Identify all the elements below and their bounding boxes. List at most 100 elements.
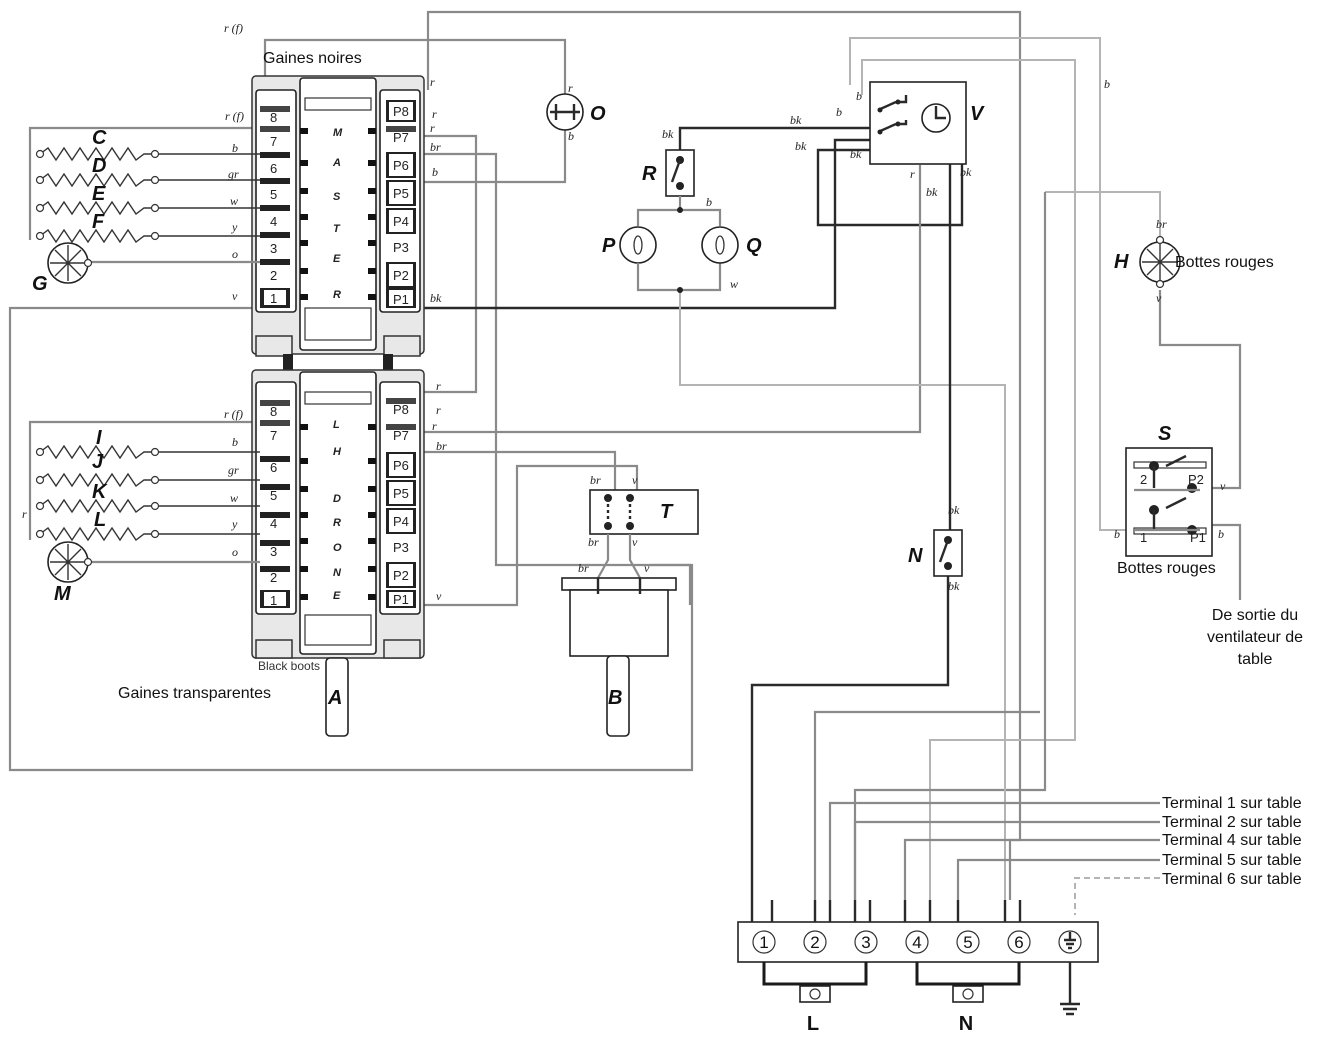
svg-text:br: br: [436, 439, 447, 453]
svg-text:bk: bk: [795, 139, 807, 153]
svg-text:P2: P2: [393, 568, 409, 583]
svg-text:3: 3: [270, 544, 277, 559]
title-gaines-noires: Gaines noires: [263, 50, 362, 67]
svg-text:w: w: [230, 194, 238, 208]
svg-text:b: b: [432, 165, 438, 179]
svg-text:Terminal 1 sur table: Terminal 1 sur table: [1162, 795, 1302, 812]
pin-labels-lower-right: P8 P7 P6 P5 P4 P3 P2 P1: [393, 402, 409, 607]
svg-text:bk: bk: [850, 147, 862, 161]
svg-text:1: 1: [759, 933, 768, 952]
position-markers: [300, 128, 376, 600]
svg-text:D: D: [333, 493, 341, 505]
switch-s: [1125, 447, 1213, 557]
motor-h: [1139, 235, 1181, 289]
label-o: O: [590, 103, 606, 125]
svg-text:Terminal 5 sur table: Terminal 5 sur table: [1162, 852, 1302, 869]
label-j: J: [92, 451, 104, 473]
svg-text:b: b: [232, 141, 238, 155]
switch-s-pin-labels: 2 P2 1 P1: [1140, 472, 1206, 545]
svg-text:H: H: [333, 446, 342, 458]
label-q: Q: [746, 235, 762, 257]
svg-text:6: 6: [270, 460, 277, 475]
svg-text:br: br: [1156, 217, 1167, 231]
svg-text:r: r: [430, 121, 435, 135]
svg-text:E: E: [333, 253, 341, 265]
svg-text:Terminal 2 sur table: Terminal 2 sur table: [1162, 814, 1302, 831]
svg-text:b: b: [1114, 527, 1120, 541]
svg-text:b: b: [568, 129, 574, 143]
svg-text:6: 6: [270, 161, 277, 176]
svg-text:2: 2: [1140, 472, 1147, 487]
svg-text:P8: P8: [393, 402, 409, 417]
wire-codes: r (f) r (f) b gr w y o v r r r br b bk r…: [22, 21, 1226, 603]
svg-text:b: b: [232, 435, 238, 449]
lamp-q: [701, 226, 739, 264]
label-r: R: [642, 163, 657, 185]
label-d: D: [92, 155, 106, 177]
svg-text:R: R: [333, 517, 341, 529]
svg-text:gr: gr: [228, 167, 239, 181]
svg-text:P3: P3: [393, 240, 409, 255]
svg-text:1: 1: [270, 593, 277, 608]
label-g: G: [32, 273, 48, 295]
svg-text:b: b: [1104, 77, 1110, 91]
label-m: M: [54, 583, 72, 605]
svg-text:bk: bk: [790, 113, 802, 127]
svg-text:y: y: [231, 220, 238, 234]
svg-text:r (f): r (f): [225, 109, 244, 123]
svg-text:P1: P1: [393, 292, 409, 307]
svg-text:v: v: [436, 589, 442, 603]
bottes-rouges-bottom: Bottes rouges: [1117, 560, 1216, 577]
component-b: [561, 577, 677, 737]
label-p: P: [602, 235, 616, 257]
svg-text:N: N: [333, 567, 342, 579]
label-h: H: [1114, 251, 1129, 273]
thermostat-o: [546, 93, 584, 131]
svg-text:w: w: [230, 491, 238, 505]
svg-text:Terminal 4 sur table: Terminal 4 sur table: [1162, 832, 1302, 849]
motor-g: [47, 242, 93, 284]
svg-text:P2: P2: [1188, 472, 1204, 487]
svg-text:b: b: [1218, 527, 1224, 541]
svg-text:2: 2: [270, 268, 277, 283]
wires: [8, 10, 1242, 915]
svg-text:3: 3: [270, 241, 277, 256]
svg-text:v: v: [1220, 479, 1226, 493]
heating-elements-upper: [35, 146, 260, 264]
svg-text:8: 8: [270, 404, 277, 419]
svg-text:b: b: [706, 195, 712, 209]
svg-text:P1: P1: [393, 592, 409, 607]
lower-left-pins: [260, 400, 290, 608]
svg-text:r: r: [568, 81, 573, 95]
svg-text:7: 7: [270, 428, 277, 443]
svg-text:M: M: [333, 127, 343, 139]
svg-text:y: y: [231, 517, 238, 531]
svg-text:P6: P6: [393, 458, 409, 473]
svg-text:P5: P5: [393, 186, 409, 201]
label-b: B: [608, 687, 622, 709]
svg-text:4: 4: [912, 933, 921, 952]
svg-text:v: v: [632, 473, 638, 487]
svg-text:Terminal 6 sur table: Terminal 6 sur table: [1162, 871, 1302, 888]
timer-v: [869, 81, 967, 165]
positions-upper: M A S T E R: [332, 127, 343, 301]
svg-text:br: br: [430, 140, 441, 154]
upper-right-pins: [386, 100, 416, 308]
svg-text:b: b: [856, 89, 862, 103]
svg-text:1: 1: [270, 291, 277, 306]
svg-text:O: O: [333, 542, 342, 554]
svg-text:r: r: [430, 75, 435, 89]
upper-left-pins: [260, 106, 290, 308]
svg-text:8: 8: [270, 110, 277, 125]
pin-labels-lower-left: 8 7 6 5 4 3 2 1: [270, 404, 277, 608]
lamp-p: [619, 226, 722, 293]
pin-labels-upper-left: 8 7 6 5 4 3 2 1: [270, 110, 277, 306]
svg-text:o: o: [232, 545, 238, 559]
terminal-block: [737, 900, 1099, 1016]
svg-text:7: 7: [270, 134, 277, 149]
switch-r: [636, 149, 722, 226]
svg-text:5: 5: [270, 187, 277, 202]
thermostat-t: [589, 489, 699, 579]
switch-n: [933, 529, 963, 577]
